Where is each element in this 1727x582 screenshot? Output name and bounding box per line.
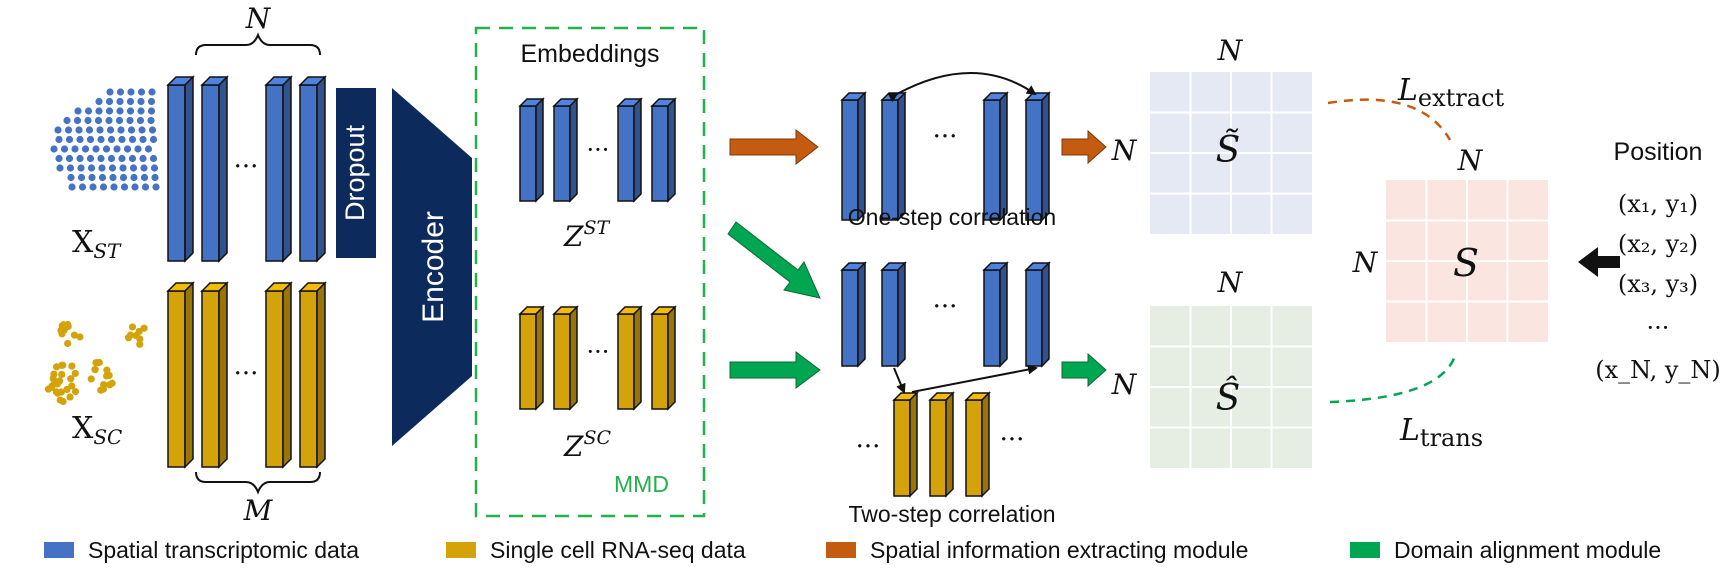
s-n-left: N [1352,246,1379,279]
legend-label: Spatial transcriptomic data [88,537,359,563]
l-extract-label: Lextract [1397,73,1505,112]
l-extract-curve [1327,98,1452,141]
domain-arrow-diagonal [727,221,821,299]
z-st-ellipsis: ··· [587,136,610,164]
domain-arrow-2 [1061,352,1107,388]
s-hat-n-left: N [1111,368,1138,401]
one-step-curve-arrow [887,72,1037,103]
x-sc-label: XSC [72,411,122,449]
position-item: (x_N, y_N) [1595,356,1721,384]
sc-input-bar [166,281,195,469]
domain-arrow-horizontal [729,351,821,389]
z-st-label: ZST [563,217,610,253]
position-item: (x₂, y₂) [1618,230,1698,258]
z-st-bar [616,97,643,203]
legend-label: Single cell RNA-seq data [490,537,746,563]
s-tilde-label: S̃ [1216,129,1241,171]
m-brace [195,471,321,495]
z-sc-bar [518,305,545,411]
similarity-matrices [1150,72,1548,468]
s-tilde-n-top: N [1217,34,1244,67]
z-sc-bar [650,305,677,411]
position-item: (x₃, y₃) [1618,270,1698,298]
two-step-sc-bar [892,391,919,498]
position-title: Position [1614,138,1703,166]
s-hat-matrix [1150,306,1312,468]
m-brace-label: M [243,494,274,527]
s-hat-label: Ŝ [1216,377,1241,419]
sc-input-bar [200,281,229,469]
sc-input-bar [264,281,293,469]
legend: Spatial transcriptomic data Single cell R… [44,537,1661,563]
s-tilde-n-left: N [1111,134,1138,167]
position-item: (x₁, y₁) [1618,190,1698,218]
legend-swatch [826,542,856,558]
two-step-sc-bar [964,391,991,498]
s-n-top: N [1457,144,1484,177]
one-step-bar [840,91,867,222]
st-input-bar [200,75,229,263]
position-list: (x₁, y₁) (x₂, y₂) (x₃, y₃) ··· (x_N, y_N) [1595,190,1721,384]
sc-input-ellipsis: ··· [234,359,259,389]
one-step-ellipsis: ··· [933,122,958,152]
z-sc-ellipsis: ··· [587,338,610,366]
z-sc-bar [616,305,643,411]
z-st-bar [518,97,545,203]
n-brace [195,32,321,56]
single-cell-dots-icon [44,320,148,406]
position-arrow [1578,247,1620,277]
legend-swatch [1350,542,1380,558]
spatial-transcriptomic-spots-icon [50,88,160,191]
st-input-bar [166,75,195,263]
extract-arrow-2 [1061,129,1107,165]
sc-input-bar [298,281,327,469]
st-input-bar [298,75,327,263]
z-st-bar [650,97,677,203]
s-label: S [1453,241,1479,285]
encoder-label: Encoder [417,211,450,323]
x-st-label: XST [72,225,122,263]
embeddings-box [474,26,706,518]
two-step-arrow-up [911,364,1038,393]
z-st-bar [552,97,579,203]
n-brace-label: N [245,2,272,35]
two-step-left-ellipsis: ··· [856,432,881,462]
st-input-bar [264,75,293,263]
l-trans-label: Ltrans [1399,413,1483,452]
extract-arrow-1 [729,128,819,166]
st-input-ellipsis: ··· [234,152,259,182]
dropout-block [336,88,376,258]
dropout-label: Dropout [340,124,370,221]
two-step-arrow-down [893,367,906,394]
position-item: ··· [1647,314,1670,342]
two-step-sc-bar [928,391,955,498]
two-step-st-ellipsis: ··· [933,292,958,322]
legend-label: Spatial information extracting module [870,537,1248,563]
l-trans-curve [1329,355,1457,404]
z-sc-bar [552,305,579,411]
mmd-label: MMD [614,471,669,497]
two-step-label: Two-step correlation [848,501,1055,527]
legend-swatch [446,542,476,558]
two-step-right-ellipsis: ··· [1000,425,1025,455]
two-step-st-bar [982,261,1009,368]
one-step-bar [880,91,907,222]
one-step-bar [1024,91,1051,222]
encoder-trapezoid [392,88,472,446]
s-hat-n-top: N [1217,266,1244,299]
s-matrix [1386,180,1548,342]
z-sc-label: ZSC [563,427,611,463]
legend-label: Domain alignment module [1394,537,1661,563]
two-step-st-bar [1024,261,1051,368]
one-step-label: One-step correlation [848,204,1056,230]
embeddings-title: Embeddings [521,40,660,68]
two-step-st-bar [880,261,907,368]
s-tilde-matrix [1150,72,1312,234]
feature-bars [166,75,1051,498]
two-step-st-bar [840,261,867,368]
legend-swatch [44,542,74,558]
one-step-bar [982,91,1009,222]
